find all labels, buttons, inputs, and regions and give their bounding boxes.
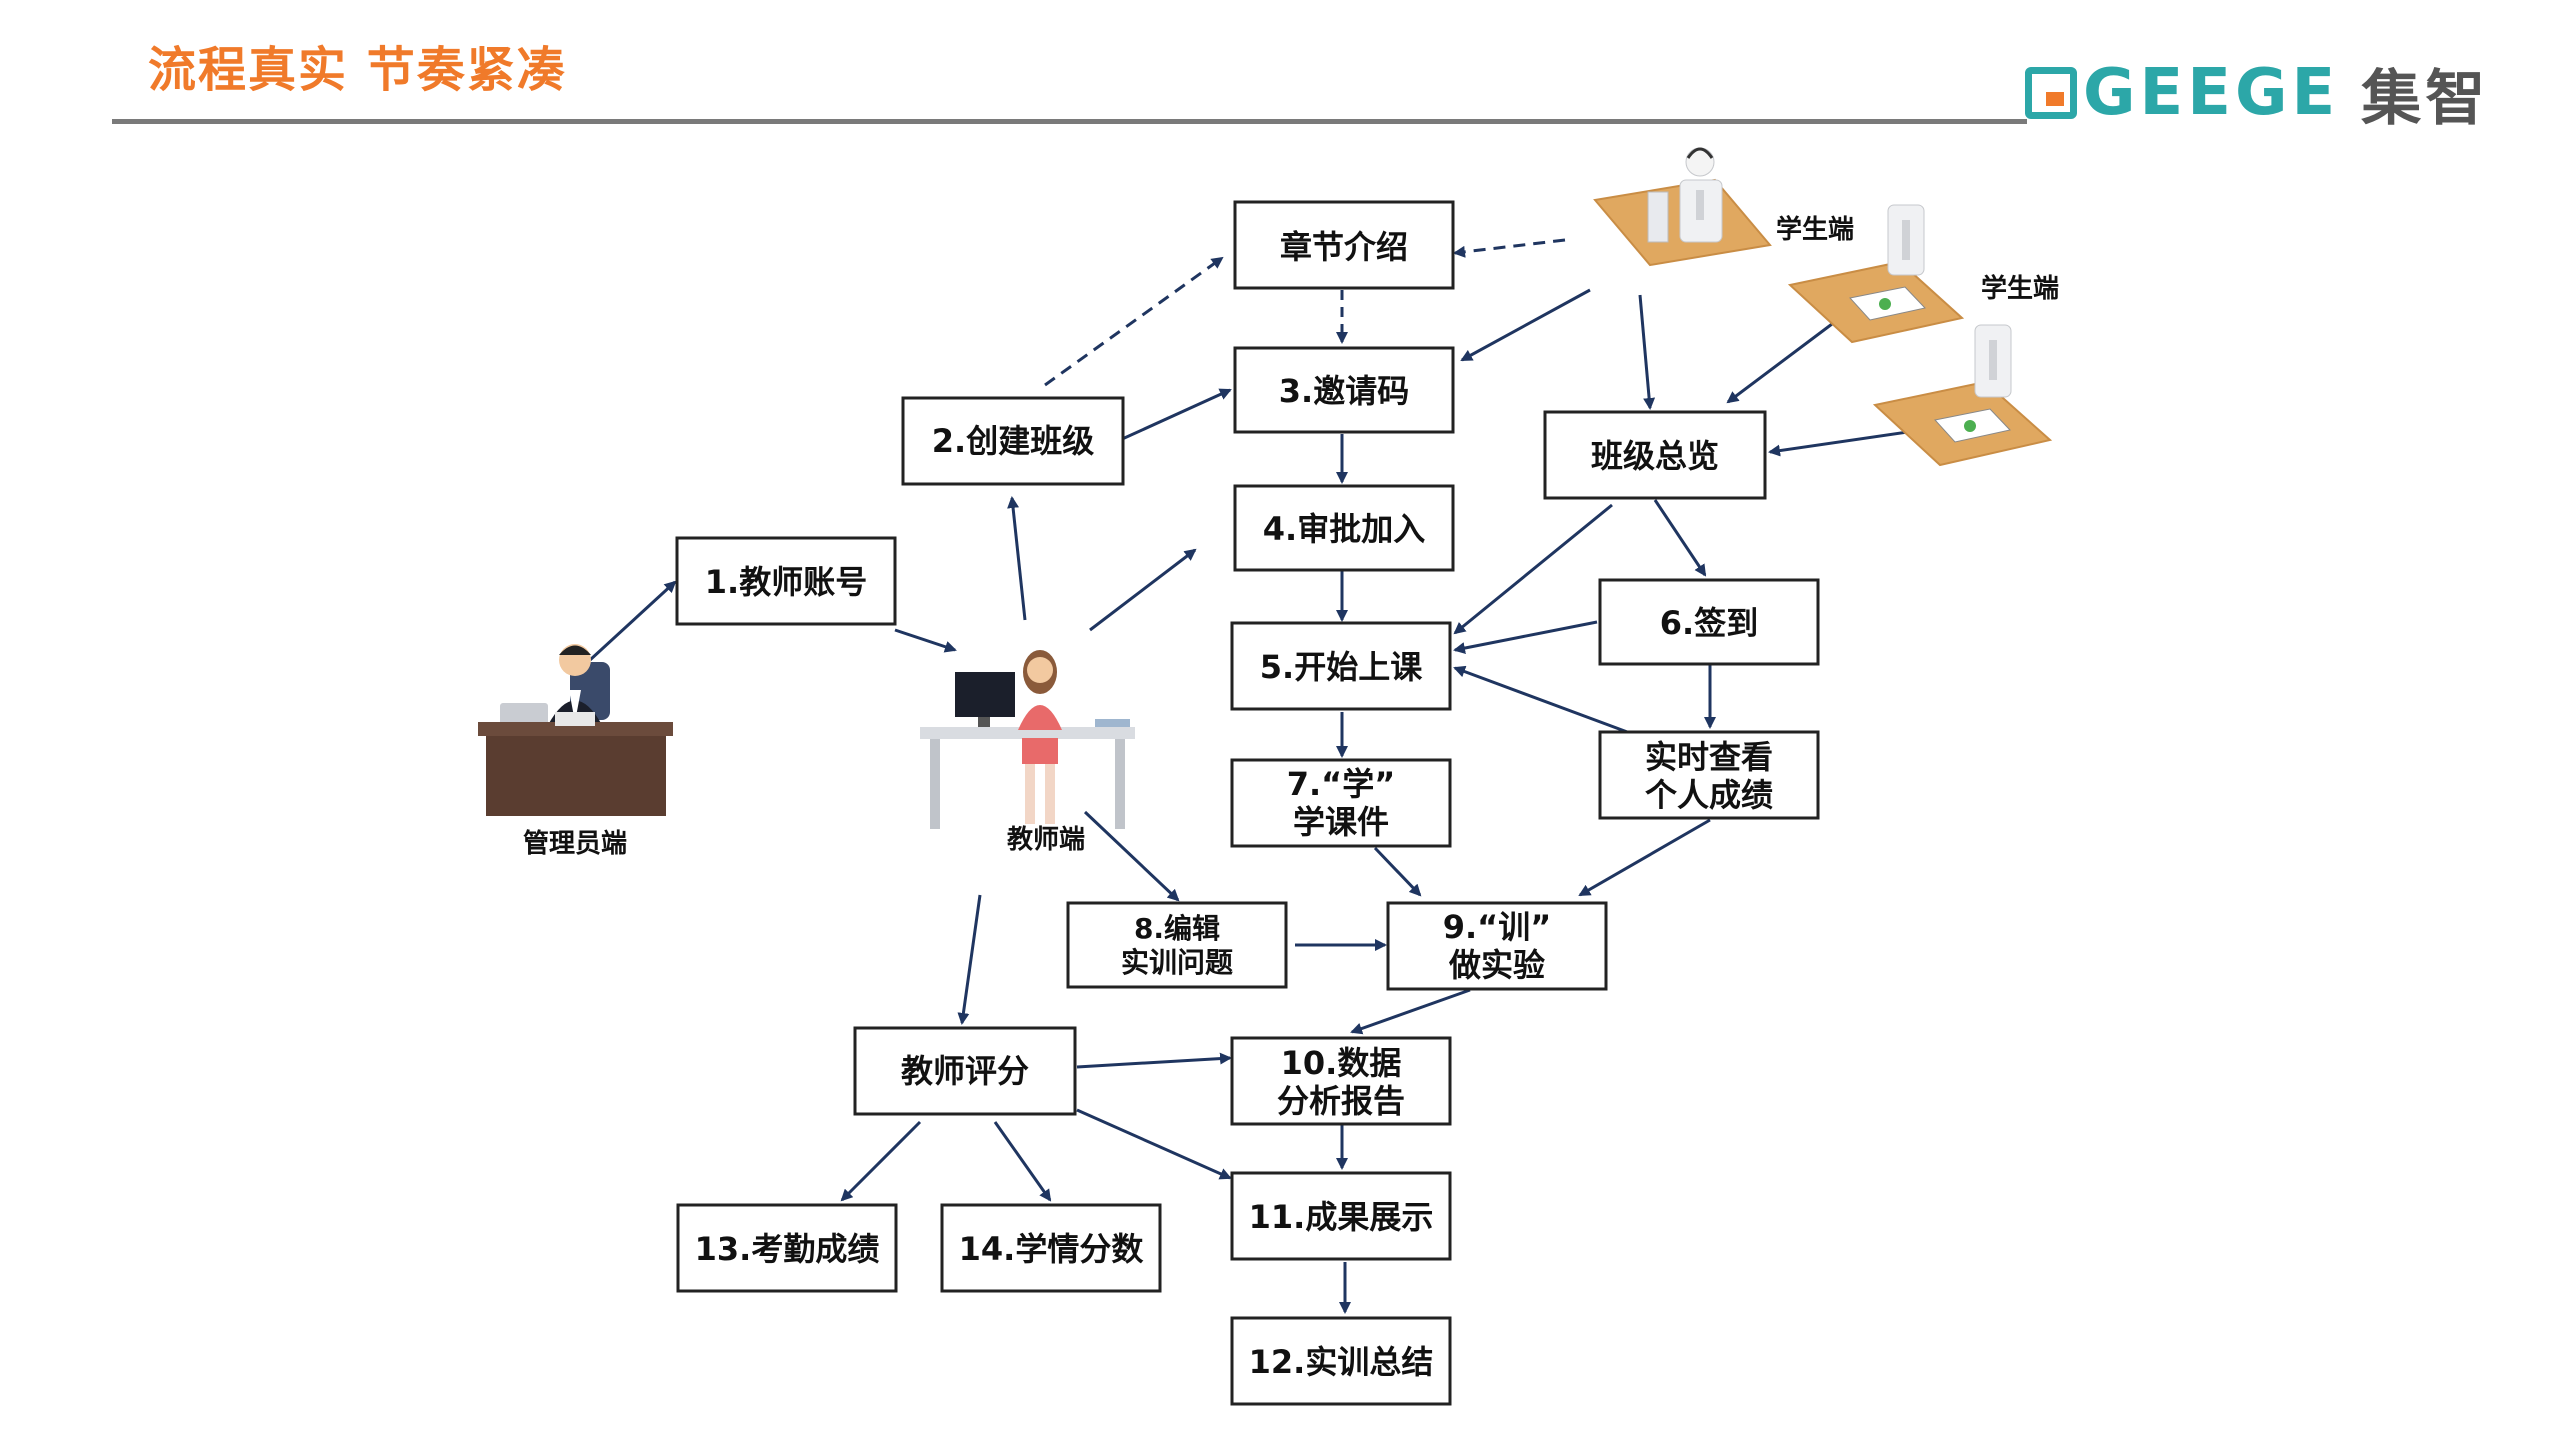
arrow-student1-to-overview [1726, 316, 1841, 404]
page-title: 流程真实 节奏紧凑 [148, 42, 567, 98]
logo-mark-icon [2025, 67, 2077, 119]
node-teacher-account: 1.教师账号 [675, 536, 897, 626]
node-realtime-score: 实时查看 个人成绩 [1598, 730, 1820, 820]
arrow-student2-to-overview [1768, 430, 1909, 457]
node-study-score: 14.学情分数 [940, 1203, 1162, 1293]
node-study-score-label: 14.学情分数 [959, 1230, 1145, 1268]
node-approve-join: 4.审批加入 [1233, 484, 1455, 572]
node-class-overview: 班级总览 [1543, 410, 1767, 500]
logo-cn: 集智 [2361, 63, 2490, 134]
node-data-report-line1: 10.数据 [1281, 1044, 1402, 1082]
node-edit-problems: 8.编辑 实训问题 [1066, 901, 1288, 989]
arrow-createclass-to-invite [1119, 388, 1232, 442]
teacher-label: 教师端 [1007, 825, 1085, 855]
flow-arrows [588, 238, 1909, 1314]
student2-label: 学生端 [1981, 273, 2059, 304]
node-learn-courseware-line1: 7.“学” [1287, 765, 1396, 803]
logo-word: GEEGE [2083, 56, 2340, 130]
student-tablet-1-icon [1787, 204, 1965, 344]
node-teacher-account-label: 1.教师账号 [705, 563, 867, 601]
arrow-createclass-to-chapter [1044, 256, 1224, 387]
node-edit-problems-line2: 实训问题 [1121, 946, 1233, 979]
arrow-overview-to-signin [1653, 499, 1707, 577]
arrow-account-to-teacher [894, 628, 957, 653]
node-invite-code-label: 3.邀请码 [1279, 372, 1409, 410]
node-result-show: 11.成果展示 [1230, 1171, 1452, 1261]
student-pc-figure-icon [1593, 147, 1772, 267]
arrow-signin-to-start [1453, 620, 1598, 654]
student1-label: 学生端 [1776, 214, 1854, 245]
node-attendance-label: 13.考勤成绩 [695, 1230, 880, 1268]
node-start-class-label: 5.开始上课 [1260, 648, 1423, 686]
arrow-score-to-attend [840, 1120, 922, 1202]
node-class-overview-label: 班级总览 [1591, 437, 1719, 475]
arrow-realtime-to-train [1578, 818, 1711, 897]
node-teacher-score-label: 教师评分 [901, 1052, 1029, 1090]
arrow-studentpc-to-invite [1460, 288, 1591, 362]
node-signin-label: 6.签到 [1660, 604, 1758, 642]
admin-label: 管理员端 [523, 829, 627, 859]
node-create-class-label: 2.创建班级 [932, 422, 1094, 460]
node-realtime-score-line2: 个人成绩 [1645, 776, 1773, 814]
node-learn-courseware: 7.“学” 学课件 [1230, 758, 1452, 848]
arrow-score-to-report [1076, 1052, 1232, 1069]
node-training-summary-label: 12.实训总结 [1249, 1343, 1434, 1381]
arrow-realtime-to-start [1453, 665, 1631, 735]
node-create-class: 2.创建班级 [901, 396, 1125, 486]
node-data-report-line2: 分析报告 [1277, 1082, 1405, 1120]
node-chapter-intro: 章节介绍 [1233, 200, 1455, 290]
node-chapter-intro-label: 章节介绍 [1280, 228, 1408, 266]
node-learn-courseware-line2: 学课件 [1293, 803, 1389, 841]
node-training-summary: 12.实训总结 [1230, 1316, 1452, 1406]
teacher-figure-icon [920, 650, 1135, 829]
arrow-score-to-study [993, 1121, 1052, 1202]
node-result-show-label: 11.成果展示 [1249, 1198, 1434, 1236]
node-signin: 6.签到 [1598, 578, 1820, 666]
node-attendance: 13.考勤成绩 [676, 1203, 898, 1293]
node-do-experiment-line2: 做实验 [1448, 946, 1545, 984]
node-invite-code: 3.邀请码 [1233, 346, 1455, 434]
arrow-teacher-to-approve [1089, 548, 1197, 632]
node-do-experiment: 9.“训” 做实验 [1386, 901, 1608, 991]
node-do-experiment-line1: 9.“训” [1443, 908, 1552, 946]
arrow-studentpc-to-chapter [1453, 238, 1566, 258]
arrow-learn-to-train [1373, 846, 1422, 897]
brand-logo: GEEGE 集智 [2025, 56, 2489, 134]
node-edit-problems-line1: 8.编辑 [1134, 912, 1220, 945]
arrow-studentpc-to-overview [1638, 294, 1656, 410]
node-start-class: 5.开始上课 [1230, 621, 1452, 711]
node-approve-join-label: 4.审批加入 [1263, 510, 1425, 548]
arrow-train-to-report [1350, 988, 1471, 1035]
arrow-teacher-to-score [957, 894, 982, 1025]
student-tablet-2-icon [1872, 324, 2053, 467]
arrow-teacher-to-edit [1083, 810, 1180, 902]
node-realtime-score-line1: 实时查看 [1645, 738, 1773, 776]
header-divider [112, 119, 2027, 124]
node-data-report: 10.数据 分析报告 [1230, 1036, 1452, 1126]
arrow-admin-to-account [588, 580, 677, 662]
arrow-teacher-to-createclass [1007, 496, 1027, 621]
arrow-overview-to-start [1453, 503, 1613, 635]
arrow-score-to-show [1076, 1108, 1232, 1180]
admin-figure-icon [478, 644, 673, 816]
node-teacher-score: 教师评分 [853, 1026, 1077, 1116]
